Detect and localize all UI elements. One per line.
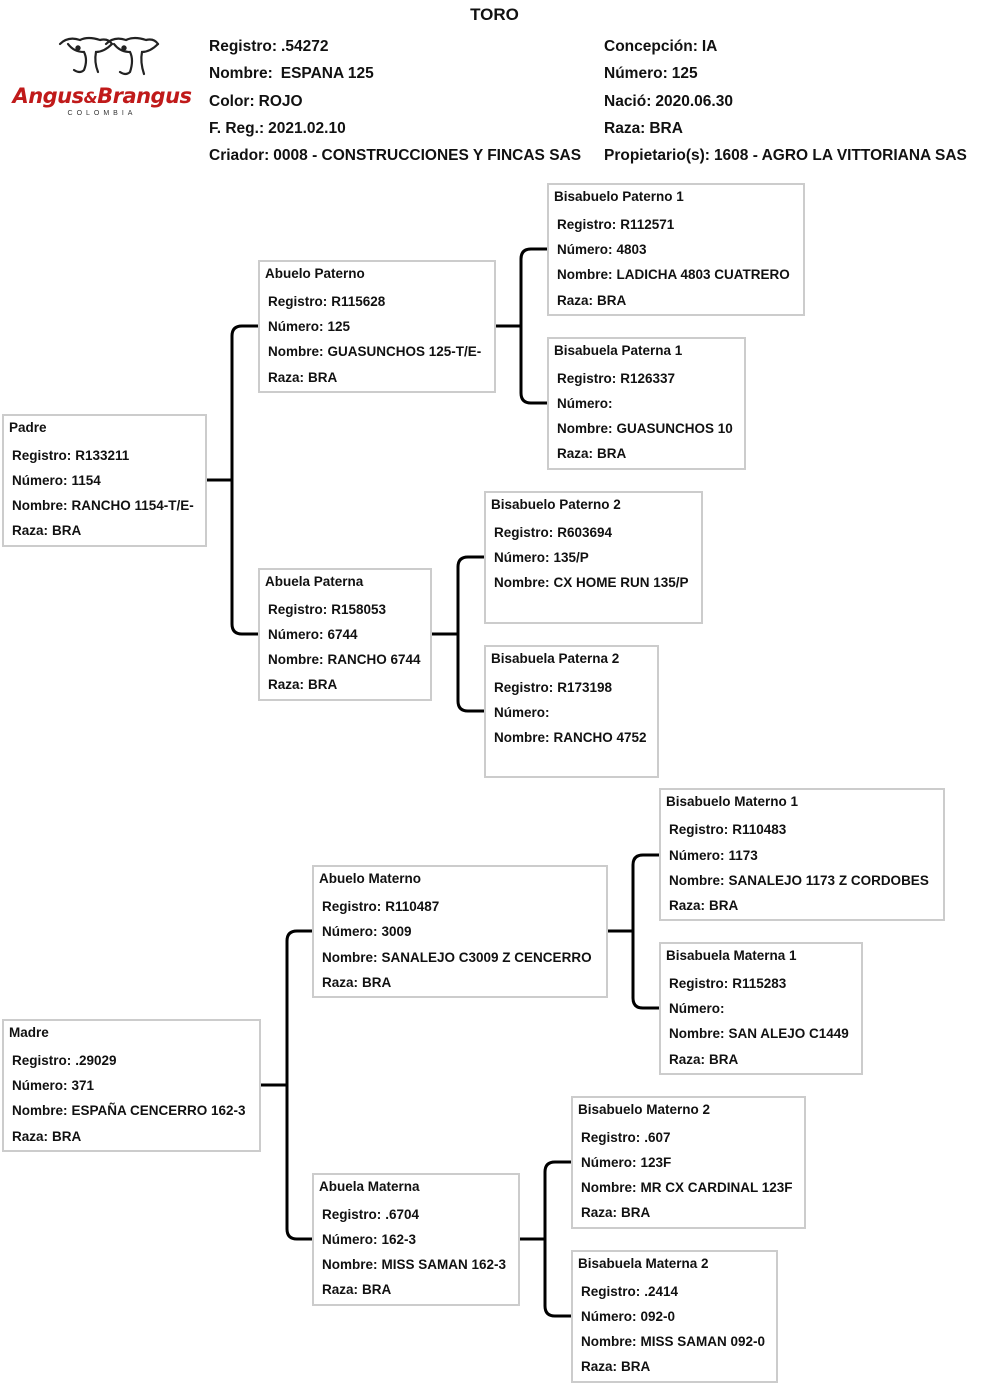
registro-field: Registro:R115628 [268,294,386,309]
nombre-field: Nombre:MISS SAMAN 162-3 [322,1257,507,1272]
numero-field: Número:371 [12,1078,95,1093]
raza-field: Raza:BRA [322,1282,392,1297]
nombre-field: Nombre:SANALEJO 1173 Z CORDOBES [669,873,929,888]
header-color: Color:ROJO [209,93,303,110]
numero-field: Número:1154 [12,473,101,488]
abuela-materna-card: Abuela Materna Registro:.6704 Número:162… [312,1173,520,1306]
bisabuelo-paterno-1-card: Bisabuelo Paterno 1 Registro:R112571 Núm… [547,183,805,316]
bisabuela-materna-2-card: Bisabuela Materna 2 Registro:.2414 Númer… [571,1250,778,1383]
header-registro: Registro:.54272 [209,38,329,55]
card-title: Abuelo Materno [319,871,422,886]
registro-field: Registro:R173198 [494,680,613,695]
card-title: Bisabuelo Paterno 2 [491,497,621,512]
nombre-field: Nombre:GUASUNCHOS 125-T/E- [268,344,482,359]
header-raza: Raza:BRA [604,120,683,137]
raza-field: Raza:BRA [12,1129,82,1144]
header-propietario: Propietario(s):1608 - AGRO LA VITTORIANA… [604,147,967,164]
bisabuelo-paterno-2-card: Bisabuelo Paterno 2 Registro:R603694 Núm… [484,491,703,624]
card-title: Bisabuela Materna 2 [578,1256,709,1271]
header-concepcion: Concepción:IA [604,38,718,55]
registro-field: Registro:R112571 [557,217,675,232]
card-title: Bisabuelo Paterno 1 [554,189,684,204]
raza-field: Raza:BRA [268,370,338,385]
card-title: Madre [9,1025,49,1040]
registro-field: Registro:R133211 [12,448,130,463]
card-title: Padre [9,420,47,435]
numero-field: Número:125 [268,319,351,334]
nombre-field: Nombre:SANALEJO C3009 Z CENCERRO [322,950,592,965]
numero-field: Número:092-0 [581,1309,676,1324]
page-title: TORO [470,5,519,24]
registro-field: Registro:R126337 [557,371,676,386]
registro-field: Registro:R158053 [268,602,387,617]
numero-field: Número:6744 [268,627,358,642]
abuelo-materno-card: Abuelo Materno Registro:R110487 Número:3… [312,865,608,998]
abuelo-paterno-card: Abuelo Paterno Registro:R115628 Número:1… [258,260,496,393]
numero-field: Número: [494,705,550,720]
card-title: Bisabuela Materna 1 [666,948,797,963]
bisabuelo-materno-2-card: Bisabuelo Materno 2 Registro:.607 Número… [571,1096,806,1229]
card-title: Bisabuela Paterna 2 [491,651,620,666]
numero-field: Número:1173 [669,848,758,863]
nombre-field: Nombre:RANCHO 6744 [268,652,421,667]
raza-field: Raza:BRA [669,898,739,913]
header-criador: Criador:0008 - CONSTRUCCIONES Y FINCAS S… [209,147,582,164]
numero-field: Número:123F [581,1155,672,1170]
raza-field: Raza:BRA [581,1359,651,1374]
registro-field: Registro:.29029 [12,1053,117,1068]
numero-field: Número: [557,396,613,411]
angus-brangus-logo: Angus&Brangus COLOMBIA [4,30,200,125]
raza-field: Raza:BRA [557,293,627,308]
card-title: Abuelo Paterno [265,266,365,281]
logo-subtitle: COLOMBIA [67,110,137,117]
header-numero: Número:125 [604,65,698,82]
raza-field: Raza:BRA [669,1052,739,1067]
cow-heads-icon [58,36,160,76]
registro-field: Registro:.607 [581,1130,671,1145]
header-freg: F. Reg.:2021.02.10 [209,120,346,137]
numero-field: Número:135/P [494,550,589,565]
registro-field: Registro:R110483 [669,822,787,837]
raza-field: Raza:BRA [581,1205,651,1220]
registro-field: Registro:R110487 [322,899,440,914]
registro-field: Registro:.2414 [581,1284,679,1299]
raza-field: Raza:BRA [12,523,82,538]
nombre-field: Nombre:ESPAÑA CENCERRO 162-3 [12,1103,246,1118]
header-nacio: Nació:2020.06.30 [604,93,733,110]
logo-wordmark: Angus&Brangus [12,84,192,108]
registro-field: Registro:.6704 [322,1207,420,1222]
card-title: Abuela Paterna [265,574,364,589]
nombre-field: Nombre:CX HOME RUN 135/P [494,575,689,590]
bisabuela-paterna-1-card: Bisabuela Paterna 1 Registro:R126337 Núm… [547,337,746,470]
header-nombre: Nombre:ESPANA 125 [209,65,374,82]
padre-card: Padre Registro:R133211 Número:1154 Nombr… [2,414,207,547]
registro-field: Registro:R603694 [494,525,613,540]
card-title: Abuela Materna [319,1179,420,1194]
nombre-field: Nombre:LADICHA 4803 CUATRERO [557,267,790,282]
abuela-paterna-card: Abuela Paterna Registro:R158053 Número:6… [258,568,432,701]
numero-field: Número:4803 [557,242,647,257]
card-title: Bisabuelo Materno 2 [578,1102,711,1117]
bisabuela-paterna-2-card: Bisabuela Paterna 2 Registro:R173198 Núm… [484,645,659,778]
bisabuelo-materno-1-card: Bisabuelo Materno 1 Registro:R110483 Núm… [659,788,945,921]
nombre-field: Nombre:MR CX CARDINAL 123F [581,1180,793,1195]
numero-field: Número:162-3 [322,1232,417,1247]
nombre-field: Nombre:RANCHO 4752 [494,730,647,745]
numero-field: Número: [669,1001,725,1016]
nombre-field: Nombre:MISS SAMAN 092-0 [581,1334,766,1349]
numero-field: Número:3009 [322,924,412,939]
card-title: Bisabuelo Materno 1 [666,794,799,809]
nombre-field: Nombre:GUASUNCHOS 10 [557,421,733,436]
bisabuela-materna-1-card: Bisabuela Materna 1 Registro:R115283 Núm… [659,942,863,1075]
madre-card: Madre Registro:.29029 Número:371 Nombre:… [2,1019,261,1152]
nombre-field: Nombre:RANCHO 1154-T/E- [12,498,194,513]
raza-field: Raza:BRA [557,446,627,461]
nombre-field: Nombre:SAN ALEJO C1449 [669,1026,849,1041]
raza-field: Raza:BRA [322,975,392,990]
card-title: Bisabuela Paterna 1 [554,343,683,358]
raza-field: Raza:BRA [268,677,338,692]
registro-field: Registro:R115283 [669,976,787,991]
